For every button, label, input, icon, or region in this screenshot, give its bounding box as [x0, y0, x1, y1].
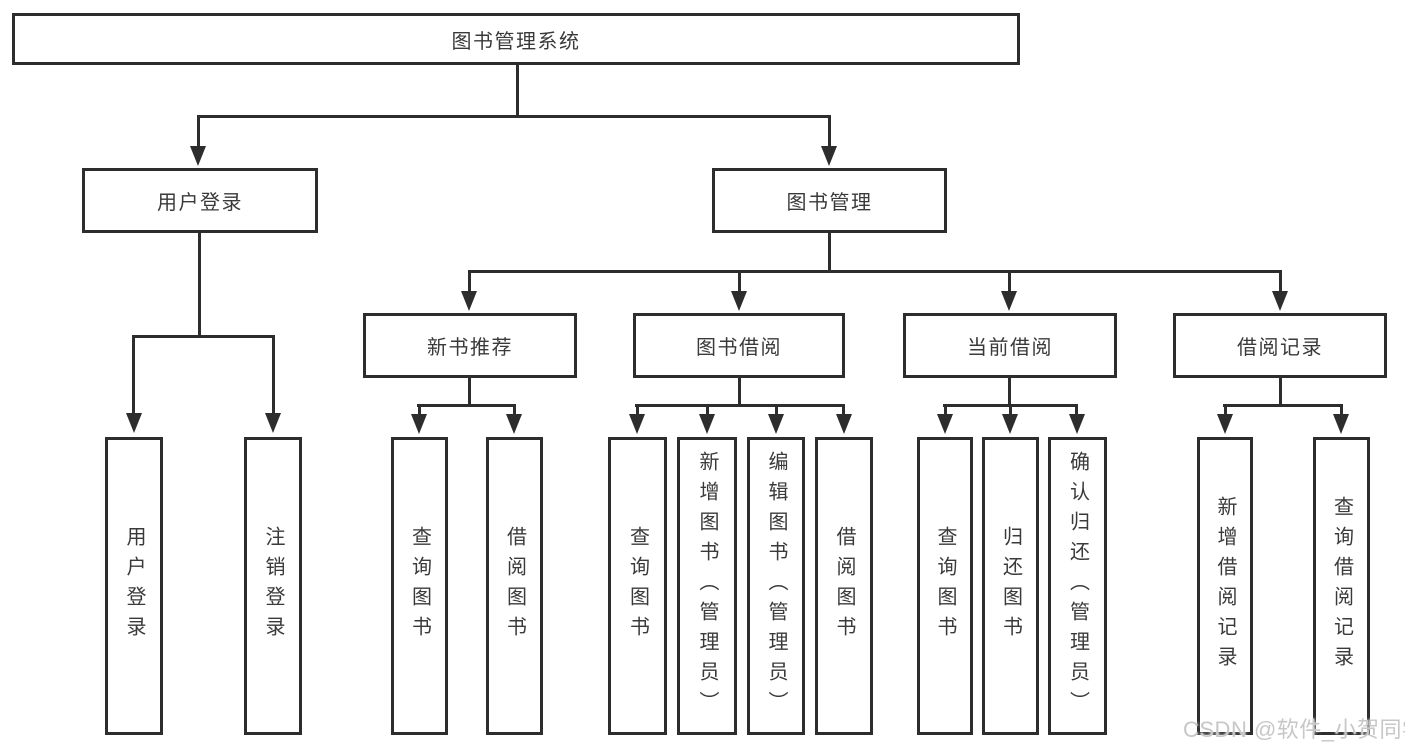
- arrowhead-down: [1002, 414, 1018, 434]
- connector-line: [738, 378, 741, 406]
- connector-line: [197, 115, 200, 147]
- csdn-watermark: CSDN @软件_小贺同学: [1183, 717, 1405, 742]
- arrowhead-down: [768, 414, 784, 434]
- leaf-bb-query-books-label: 查询图书: [626, 526, 649, 646]
- connector-line: [1008, 270, 1011, 292]
- connector-line: [417, 404, 516, 407]
- leaf-user-login: 用户登录: [105, 437, 163, 735]
- connector-line: [468, 270, 1282, 273]
- arrowhead-down: [1069, 414, 1085, 434]
- connector-line: [468, 270, 471, 292]
- connector-line: [1224, 404, 1227, 416]
- connector-line: [636, 404, 639, 416]
- node-book-management-label: 图书管理: [786, 192, 873, 214]
- arrowhead-down: [411, 414, 427, 434]
- leaf-logout-label: 注销登录: [262, 526, 284, 646]
- connector-line: [418, 404, 421, 416]
- connector-line: [132, 335, 135, 415]
- arrowhead-down: [506, 414, 522, 434]
- node-user-login-label: 用户登录: [157, 192, 243, 214]
- connector-line: [1075, 404, 1078, 416]
- node-book-management: 图书管理: [712, 168, 947, 233]
- leaf-br-query-record: 查询借阅记录: [1313, 437, 1370, 735]
- connector-line: [775, 404, 778, 416]
- connector-line: [1279, 378, 1282, 406]
- leaf-cb-query-books-label: 查询图书: [934, 526, 956, 646]
- arrowhead-down: [265, 413, 281, 433]
- leaf-bb-edit-books-admin: 编辑图书（管理员）: [747, 437, 805, 735]
- leaf-user-login-label: 用户登录: [123, 526, 145, 646]
- node-root-label: 图书管理系统: [451, 30, 581, 53]
- node-root: 图书管理系统: [12, 13, 1020, 65]
- connector-line: [197, 115, 831, 118]
- connector-line: [944, 404, 947, 416]
- connector-line: [635, 404, 844, 407]
- connector-line: [842, 404, 845, 416]
- node-new-book-recommend-label: 新书推荐: [427, 337, 513, 359]
- connector-line: [1340, 404, 1343, 416]
- connector-line: [828, 115, 831, 147]
- leaf-cb-query-books: 查询图书: [917, 437, 973, 735]
- connector-line: [738, 270, 741, 292]
- leaf-cb-confirm-return-admin: 确认归还（管理员）: [1048, 437, 1107, 735]
- node-current-borrowing-label: 当前借阅: [967, 337, 1053, 359]
- leaf-cb-confirm-return-admin-label: 确认归还（管理员）: [1066, 451, 1089, 721]
- leaf-logout: 注销登录: [244, 437, 302, 735]
- arrowhead-down: [821, 146, 837, 166]
- arrowhead-down: [190, 146, 206, 166]
- arrowhead-down: [1217, 414, 1233, 434]
- leaf-br-add-record-label: 新增借阅记录: [1214, 496, 1236, 676]
- leaf-bb-query-books: 查询图书: [608, 437, 667, 735]
- connector-line: [513, 404, 516, 416]
- connector-line: [272, 335, 275, 415]
- arrowhead-down: [937, 414, 953, 434]
- node-new-book-recommend: 新书推荐: [363, 313, 577, 378]
- node-book-borrowing-label: 图书借阅: [696, 337, 782, 359]
- connector-line: [706, 404, 709, 416]
- node-current-borrowing: 当前借阅: [903, 313, 1117, 378]
- connector-line: [1223, 404, 1341, 407]
- leaf-bb-borrow-books: 借阅图书: [815, 437, 873, 735]
- arrowhead-down: [836, 414, 852, 434]
- leaf-bb-borrow-books-label: 借阅图书: [833, 526, 855, 646]
- node-borrowing-records-label: 借阅记录: [1237, 337, 1323, 359]
- arrowhead-down: [1001, 291, 1017, 311]
- leaf-br-query-record-label: 查询借阅记录: [1330, 496, 1353, 676]
- arrowhead-down: [731, 291, 747, 311]
- connector-line: [828, 233, 831, 272]
- arrowhead-down: [126, 413, 142, 433]
- leaf-nbr-borrow-books-label: 借阅图书: [503, 526, 526, 646]
- leaf-bb-add-books-admin-label: 新增图书（管理员）: [696, 451, 718, 721]
- leaf-bb-add-books-admin: 新增图书（管理员）: [677, 437, 737, 735]
- leaf-cb-return-books: 归还图书: [982, 437, 1039, 735]
- connector-line: [133, 335, 275, 338]
- connector-line: [1008, 378, 1011, 406]
- arrowhead-down: [461, 291, 477, 311]
- leaf-br-add-record: 新增借阅记录: [1197, 437, 1253, 735]
- leaf-nbr-query-books-label: 查询图书: [408, 526, 431, 646]
- connector-line: [1279, 270, 1282, 292]
- leaf-nbr-query-books: 查询图书: [391, 437, 448, 735]
- node-book-borrowing: 图书借阅: [633, 313, 845, 378]
- node-user-login: 用户登录: [82, 168, 318, 233]
- arrowhead-down: [1333, 414, 1349, 434]
- connector-line: [1009, 404, 1012, 416]
- leaf-cb-return-books-label: 归还图书: [999, 526, 1022, 646]
- connector-line: [516, 65, 519, 117]
- arrowhead-down: [1272, 291, 1288, 311]
- connector-line: [198, 233, 201, 337]
- arrowhead-down: [629, 414, 645, 434]
- connector-line: [468, 378, 471, 406]
- node-borrowing-records: 借阅记录: [1173, 313, 1387, 378]
- arrowhead-down: [699, 414, 715, 434]
- leaf-nbr-borrow-books: 借阅图书: [486, 437, 543, 735]
- leaf-bb-edit-books-admin-label: 编辑图书（管理员）: [765, 451, 787, 721]
